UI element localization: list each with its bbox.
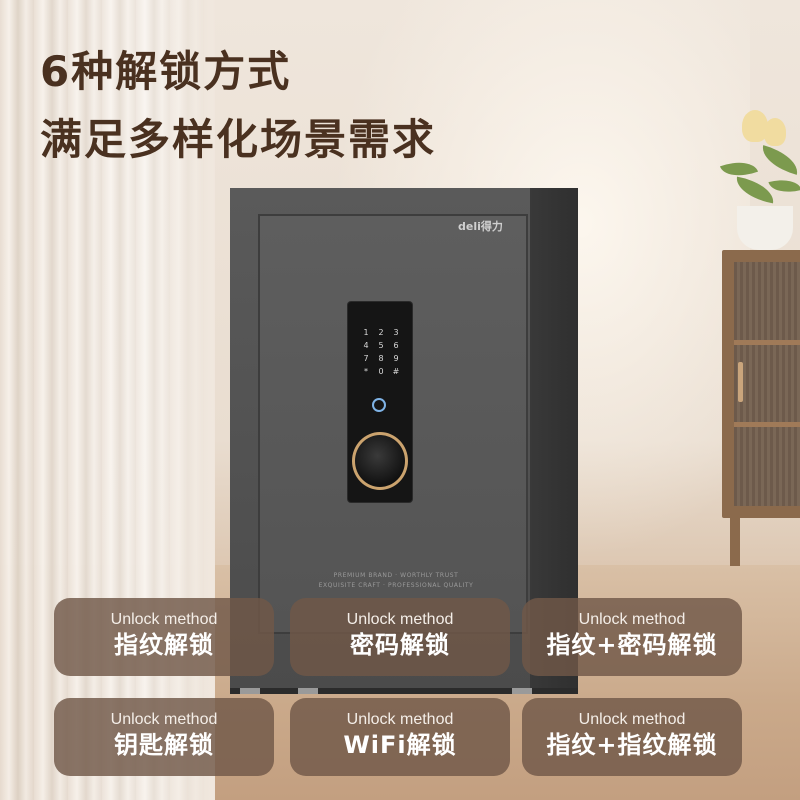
cabinet-shelf xyxy=(734,422,800,427)
method-card-fingerprint: Unlock method 指纹解锁 xyxy=(54,598,274,676)
cabinet-handle xyxy=(738,362,743,402)
cabinet-shelf xyxy=(734,340,800,345)
keypad-key[interactable]: 1 xyxy=(363,328,369,337)
method-en-label: Unlock method xyxy=(578,611,686,628)
method-en-label: Unlock method xyxy=(346,711,454,728)
headline-line1: 6种解锁方式 xyxy=(40,47,292,96)
method-card-password: Unlock method 密码解锁 xyxy=(290,598,510,676)
method-zh-label: 指纹+指纹解锁 xyxy=(546,731,718,759)
safe-foot xyxy=(512,688,532,694)
method-card-fingerprint-fingerprint: Unlock method 指纹+指纹解锁 xyxy=(522,698,742,776)
keypad-key[interactable]: * xyxy=(364,367,368,376)
method-zh-label: WiFi解锁 xyxy=(343,731,457,759)
keypad-key[interactable]: 3 xyxy=(393,328,399,337)
keypad-key[interactable]: 9 xyxy=(393,354,399,363)
fingerprint-sensor-icon xyxy=(372,398,386,412)
plant-pot xyxy=(737,206,793,250)
keypad-key[interactable]: 8 xyxy=(378,354,384,363)
headline-line2: 满足多样化场景需求 xyxy=(40,115,437,164)
keypad-key[interactable]: # xyxy=(392,367,400,376)
keypad-key[interactable]: 7 xyxy=(363,354,369,363)
safe-caption-line2: EXQUISITE CRAFT · PROFESSIONAL QUALITY xyxy=(318,582,474,589)
plant-flower xyxy=(764,118,786,146)
method-en-label: Unlock method xyxy=(578,711,686,728)
keypad-key[interactable]: 2 xyxy=(378,328,384,337)
method-en-label: Unlock method xyxy=(110,711,218,728)
keypad-key[interactable]: 0 xyxy=(378,367,384,376)
method-card-fingerprint-password: Unlock method 指纹+密码解锁 xyxy=(522,598,742,676)
safe-foot xyxy=(240,688,260,694)
safe-caption-line1: PREMIUM BRAND · WORTHLY TRUST xyxy=(333,572,459,579)
cabinet-glass xyxy=(734,262,800,506)
keypad-key[interactable]: 4 xyxy=(363,341,369,350)
cabinet-leg xyxy=(730,516,740,566)
method-zh-label: 指纹解锁 xyxy=(114,631,214,659)
method-zh-label: 密码解锁 xyxy=(350,631,450,659)
plant-leaf xyxy=(768,174,800,198)
plant-leaf xyxy=(758,145,800,175)
keypad-key[interactable]: 5 xyxy=(378,341,384,350)
door-knob xyxy=(352,432,408,490)
keypad-key[interactable]: 6 xyxy=(393,341,399,350)
method-en-label: Unlock method xyxy=(346,611,454,628)
plant-flower xyxy=(742,110,768,142)
method-card-wifi: Unlock method WiFi解锁 xyxy=(290,698,510,776)
method-card-key: Unlock method 钥匙解锁 xyxy=(54,698,274,776)
method-zh-label: 钥匙解锁 xyxy=(114,731,214,759)
method-en-label: Unlock method xyxy=(110,611,218,628)
brand-logo: deli得力 xyxy=(458,220,503,233)
safe-base xyxy=(230,688,578,694)
safe-foot xyxy=(298,688,318,694)
method-zh-label: 指纹+密码解锁 xyxy=(546,631,718,659)
